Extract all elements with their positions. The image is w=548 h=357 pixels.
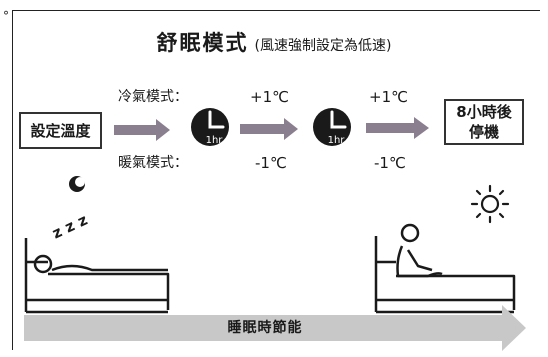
waking-person-icon (374, 223, 516, 314)
start-box: 設定溫度 (19, 112, 102, 149)
end-box: 8小時後 停機 (444, 99, 524, 145)
clock-label: 1hr (206, 135, 224, 146)
sleeping-person-icon (24, 238, 170, 314)
diagram-title: 舒眠模式 (風速強制設定為低速) (0, 27, 548, 57)
title-subtitle: (風速強制設定為低速) (254, 38, 392, 54)
cooling-step-1: +1℃ (250, 88, 289, 106)
cooling-mode-label: 冷氣模式： (118, 89, 188, 105)
energy-saving-bar (24, 305, 526, 351)
bottom-bar-label: 睡眠時節能 (227, 320, 303, 336)
sun-icon (470, 184, 510, 224)
arrow-icon (240, 118, 298, 140)
title-text: 舒眠模式 (156, 31, 249, 55)
bullet-dot: ° (3, 9, 9, 23)
heating-mode-label: 暖氣模式： (118, 155, 188, 171)
sleep-zzz: z z z (49, 211, 90, 243)
heating-step-2: -1℃ (374, 154, 406, 172)
arrow-icon (366, 117, 429, 139)
clock-label: 1hr (328, 135, 346, 146)
clock-icon: 1hr (191, 108, 229, 146)
end-box-label: 8小時後 停機 (456, 103, 512, 141)
moon-icon (69, 176, 85, 192)
cooling-step-2: +1℃ (369, 88, 408, 106)
clock-icon: 1hr (313, 108, 351, 146)
diagram-frame (12, 10, 540, 350)
heating-step-1: -1℃ (255, 154, 287, 172)
arrow-icon (114, 119, 170, 141)
start-box-label: 設定溫度 (30, 121, 91, 140)
